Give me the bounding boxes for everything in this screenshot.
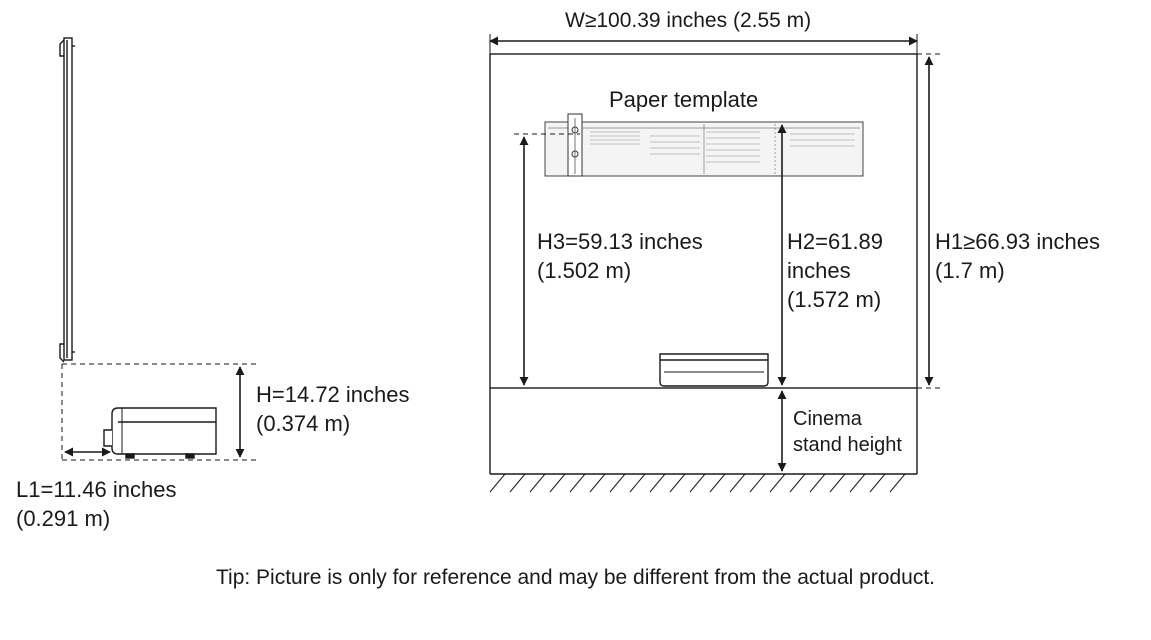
screen-outline (489, 53, 918, 389)
screen-side-profile (59, 37, 75, 363)
h1-label-line2: (1.7 m) (935, 258, 1005, 283)
width-label: W≥100.39 inches (2.55 m) (565, 9, 812, 32)
h3-label-line1: H3=59.13 inches (537, 229, 703, 254)
stand-label-line2: stand height (793, 434, 902, 456)
h2-label-line2: inches (787, 258, 851, 283)
projector-side-icon (103, 407, 217, 459)
tip-note: Tip: Picture is only for reference and m… (215, 566, 936, 589)
h2-label-line1: H2=61.89 (787, 229, 884, 254)
paper-template-label: Paper template (609, 87, 759, 112)
projector-front-icon (659, 353, 769, 387)
side-view (59, 37, 258, 462)
l1-label-line1: L1=11.46 inches (16, 477, 177, 502)
h1-label-line1: H1≥66.93 inches (935, 229, 1100, 254)
floor-hatching (489, 473, 917, 493)
front-view (489, 34, 940, 493)
stand-label-line1: Cinema (793, 408, 862, 430)
l1-label-line2: (0.291 m) (16, 506, 111, 531)
h-label-line2: (0.374 m) (256, 411, 351, 436)
h2-label-line3: (1.572 m) (787, 287, 882, 312)
side-reference-lines (61, 363, 258, 462)
h3-label-line2: (1.502 m) (537, 258, 632, 283)
paper-template-graphic (544, 113, 864, 177)
h-label-line1: H=14.72 inches (256, 382, 410, 407)
